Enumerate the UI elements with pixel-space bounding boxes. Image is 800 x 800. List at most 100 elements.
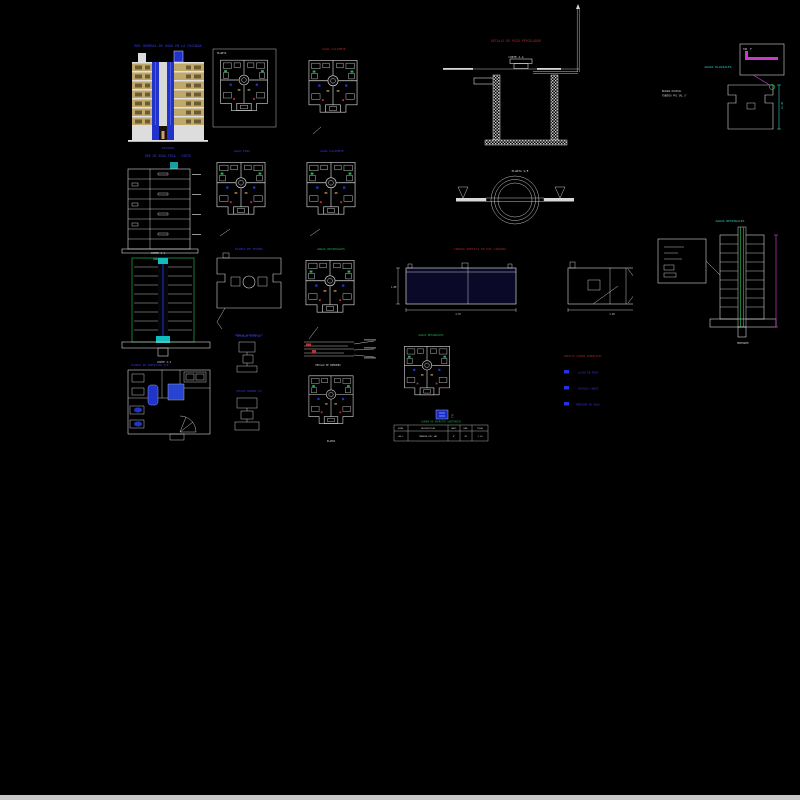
well-plan-label: PLANTA S/E xyxy=(512,169,529,173)
elevation-caption: FACHADA xyxy=(162,146,175,150)
well-wall-right xyxy=(550,74,559,141)
pluvial-title: AGUAS PLUVIALES xyxy=(704,65,731,69)
blue-tag-box xyxy=(435,409,449,420)
th-desc: DESCRIPCION xyxy=(421,428,436,430)
roof-outline xyxy=(216,257,282,309)
corte2-caption: CORTE 2-2 xyxy=(157,360,171,364)
e-tag: E xyxy=(451,414,454,420)
well-wall-left xyxy=(492,74,501,141)
callout-box xyxy=(739,43,785,76)
leader-line xyxy=(312,126,322,135)
drain-caption: DETALLE DE SUMIDERO xyxy=(315,364,341,367)
section-c-drawing: CORTE 1-1 CORTE 2-2 xyxy=(121,251,211,364)
table-title: CUADRO DE APARATOS SANITARIOS xyxy=(421,421,462,424)
car-shape xyxy=(147,384,159,406)
viewport-border xyxy=(212,48,277,128)
callout-content xyxy=(663,246,684,278)
lavatory-1 xyxy=(134,407,142,413)
septic-title: CAMARA SEPTICA DE DOS CAMARAS xyxy=(454,247,507,251)
legend-glyph-1 xyxy=(564,370,569,374)
tank-nubs xyxy=(407,262,513,269)
roof-plan-caption: DESAGUE PLUVIAL xyxy=(237,334,262,338)
tank-section xyxy=(405,267,517,305)
tank-plan xyxy=(567,267,633,305)
waste-riser-drawing: AGUAS RESIDUALES MONTANTE xyxy=(657,219,778,345)
well-base xyxy=(484,139,568,146)
detail2-title: DETALLE INODORO S/E xyxy=(236,390,262,393)
roof-box xyxy=(138,53,146,62)
room-fixtures xyxy=(129,371,207,441)
plan-a2-title: AGUA CALIENTE xyxy=(322,47,346,51)
plan-c-title: AGUAS RESIDUALES xyxy=(317,247,345,251)
table-grid xyxy=(393,424,489,442)
red-block-2 xyxy=(312,350,316,353)
pipe-box-label: TUB. 3" xyxy=(743,48,752,51)
side-notes xyxy=(192,174,201,235)
floor-plan-a2: AGUA CALIENTE xyxy=(308,47,358,135)
corte-label: CORTE A-A xyxy=(508,55,523,59)
ground-line xyxy=(128,140,208,142)
tank-plan-diagonals xyxy=(592,268,633,305)
legend-glyph-2 xyxy=(564,386,569,390)
downpipe-node xyxy=(769,84,775,90)
td-und: ML xyxy=(465,436,468,438)
legend-title: DETALLE CUADRO SIMBOLOGIA xyxy=(564,354,602,358)
roof-outline-plan xyxy=(727,84,774,130)
floor-plan-d: PLANTA xyxy=(308,375,354,443)
rainwater-detail-drawing: TUB. 3" AGUAS PLUVIALES BAJADA PLUVIAL T… xyxy=(662,43,785,130)
well-title: DETALLE DE POZO PERCOLADOR xyxy=(491,39,541,43)
pipe-arrow xyxy=(576,4,580,9)
floor-plan-b2: AGUA CALIENTE xyxy=(306,149,356,237)
roof-plan-title: PLANTA DE TECHOS xyxy=(235,247,263,251)
legend-item-2: VALVULA CHECK xyxy=(578,387,599,391)
tank-dims-right xyxy=(567,308,633,312)
tank-dims-left xyxy=(396,267,517,312)
dim-line xyxy=(774,234,778,328)
detail1-drawing xyxy=(236,341,258,373)
section-marker-left xyxy=(457,186,469,199)
fixtures-table: CUADRO DE APARATOS SANITARIOS SIMB. DESC… xyxy=(393,421,489,442)
section-marker-right xyxy=(554,186,566,199)
th-total: TOTAL xyxy=(477,427,484,430)
magenta-leader xyxy=(752,74,771,86)
callout-leader xyxy=(705,260,721,276)
roof-water-tank xyxy=(173,50,184,63)
riser-caption: MONTANTE xyxy=(737,342,749,345)
td-cant: 4" xyxy=(453,436,456,438)
magenta-pipe-elbow xyxy=(745,51,748,60)
roof-tank xyxy=(170,162,178,169)
bottom-edge xyxy=(0,795,800,800)
side-dado xyxy=(473,77,495,85)
riser-title: AGUAS RESIDUALES xyxy=(716,219,745,223)
legend-item-3: MEDIDOR DE AGUA xyxy=(576,403,600,407)
dim-bottom-right: 3.20 xyxy=(609,313,615,316)
septic-tank-drawing: CAMARA SEPTICA DE DOS CAMARAS 1.80 4.70 … xyxy=(391,247,633,316)
section-band-left xyxy=(456,198,486,202)
td-simb: AS-1 xyxy=(398,435,404,438)
dim-line xyxy=(777,84,781,130)
detail1-title: DETALLE LAVATORIO S/E xyxy=(235,334,263,337)
well-cover xyxy=(509,58,533,64)
th-simb: SIMB. xyxy=(398,428,404,430)
dim-bottom-left: 4.70 xyxy=(455,313,461,316)
unit-outline xyxy=(127,369,211,435)
plan-e-title: AGUAS RESIDUALES xyxy=(419,333,444,337)
services-plan-drawing: PLANTA DE SERVICIOS S/E xyxy=(127,363,211,441)
leader-line xyxy=(308,326,319,340)
foundation xyxy=(121,248,199,254)
leader-line xyxy=(216,307,226,330)
th-cant: CANT. xyxy=(451,427,457,430)
well-detail-drawing: DETALLE DE POZO PERCOLADOR CORTE A-A xyxy=(443,4,580,146)
leader-lines xyxy=(353,340,375,358)
front-elevation-drawing: RED GENERAL DE AGUA EN LA FACHADA FACHAD… xyxy=(128,44,208,150)
floor-plan-b1: AGUA FRIA xyxy=(216,149,266,237)
cistern xyxy=(167,383,185,401)
dim-text: 12.40 xyxy=(781,101,784,109)
plan-b2-title: AGUA CALIENTE xyxy=(320,149,344,153)
pluvial-note2: TUBERIA PVC SAL 3" xyxy=(662,95,687,98)
drain-detail-drawing: DETALLE DE SUMIDERO xyxy=(304,339,376,367)
leader-line xyxy=(309,228,321,237)
roof-plan-drawing: PLANTA DE TECHOS DESAGUE PLUVIAL xyxy=(216,247,282,338)
shaft-bottom-cyan xyxy=(156,336,170,343)
